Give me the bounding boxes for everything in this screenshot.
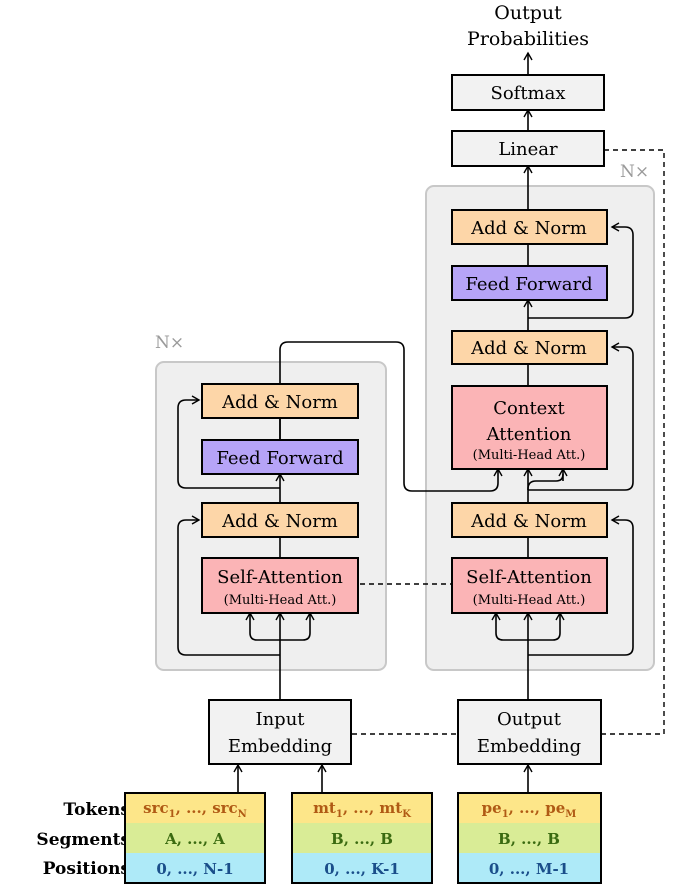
row-label-segments: Segments <box>36 830 130 850</box>
input-embedding-line1: Input <box>255 709 305 730</box>
segment-range-src: A, ..., A <box>164 830 225 848</box>
decoder-add-norm-2: Add & Norm <box>451 330 608 365</box>
output-probabilities-line1: Output <box>494 2 562 24</box>
row-label-positions: Positions <box>43 859 130 879</box>
input-group-src: src1, ..., srcN A, ..., A 0, ..., N-1 <box>124 792 266 884</box>
input-group-pe: pe1, ..., peM B, ..., B 0, ..., M-1 <box>457 792 602 884</box>
token-range-src: src1, ..., srcN <box>143 799 247 820</box>
segment-range-mt: B, ..., B <box>331 830 393 848</box>
linear-label: Linear <box>498 139 558 160</box>
encoder-add-norm-1-label: Add & Norm <box>221 511 338 532</box>
output-probabilities-line2: Probabilities <box>467 28 589 50</box>
token-range-pe: pe1, ..., peM <box>482 799 577 820</box>
decoder-add-norm-1: Add & Norm <box>451 502 608 538</box>
context-attention-line2: Attention <box>486 424 572 445</box>
position-range-pe: 0, ..., M-1 <box>489 860 569 878</box>
decoder-repeat-label: N× <box>620 162 649 182</box>
decoder-self-attention-box: Self-Attention (Multi-Head Att.) <box>451 557 608 614</box>
decoder-feed-forward-label: Feed Forward <box>465 274 592 295</box>
input-embedding-line2: Embedding <box>228 736 332 757</box>
linear-box: Linear <box>451 130 605 167</box>
encoder-feed-forward: Feed Forward <box>201 439 359 475</box>
context-attention-sub: (Multi-Head Att.) <box>473 448 586 463</box>
encoder-add-norm-1: Add & Norm <box>201 502 359 538</box>
position-range-src: 0, ..., N-1 <box>156 860 233 878</box>
decoder-add-norm-3-label: Add & Norm <box>470 218 587 239</box>
decoder-add-norm-2-label: Add & Norm <box>470 338 587 359</box>
segment-range-pe: B, ..., B <box>498 830 560 848</box>
position-range-mt: 0, ..., K-1 <box>324 860 400 878</box>
encoder-add-norm-2: Add & Norm <box>201 383 359 419</box>
decoder-add-norm-3: Add & Norm <box>451 209 608 245</box>
softmax-box: Softmax <box>451 74 605 111</box>
decoder-add-norm-1-label: Add & Norm <box>470 511 587 532</box>
encoder-add-norm-2-label: Add & Norm <box>221 392 338 413</box>
encoder-repeat-label: N× <box>155 333 184 353</box>
output-embedding-line2: Embedding <box>477 736 581 757</box>
context-attention-box: Context Attention (Multi-Head Att.) <box>451 385 608 470</box>
softmax-label: Softmax <box>490 83 565 104</box>
token-range-mt: mt1, ..., mtK <box>313 799 411 820</box>
decoder-feed-forward: Feed Forward <box>451 265 608 301</box>
input-embedding-box: Input Embedding <box>208 699 352 765</box>
output-embedding-box: Output Embedding <box>457 699 602 765</box>
encoder-feed-forward-label: Feed Forward <box>216 448 343 469</box>
context-attention-line1: Context <box>493 398 565 419</box>
decoder-self-attention-title: Self-Attention <box>466 567 592 588</box>
encoder-self-attention-sub: (Multi-Head Att.) <box>224 593 337 608</box>
decoder-self-attention-sub: (Multi-Head Att.) <box>473 593 586 608</box>
input-group-mt: mt1, ..., mtK B, ..., B 0, ..., K-1 <box>291 792 433 884</box>
encoder-self-attention-title: Self-Attention <box>217 567 343 588</box>
encoder-self-attention-box: Self-Attention (Multi-Head Att.) <box>201 557 359 614</box>
row-label-tokens: Tokens <box>63 800 130 820</box>
output-embedding-line1: Output <box>497 709 562 730</box>
